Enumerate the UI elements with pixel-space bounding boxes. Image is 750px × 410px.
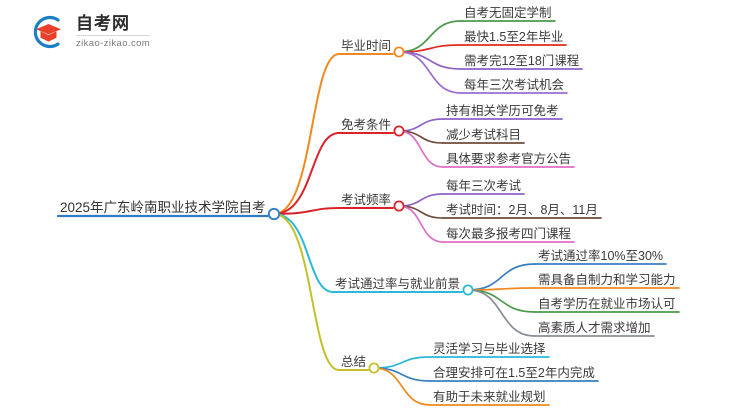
- root-node-label: 2025年广东岭南职业技术学院自考: [60, 200, 266, 215]
- branch-node-0[interactable]: 毕业时间: [339, 39, 393, 55]
- leaf-node-2-1[interactable]: 考试时间：2月、8月、11月: [443, 203, 601, 219]
- site-logo: 自考网 zikao-zikao.com: [28, 12, 151, 52]
- branch-label-3: 考试通过率与就业前景: [335, 277, 461, 291]
- leaf-node-3-1[interactable]: 需具备自制力和学习能力: [535, 273, 679, 289]
- branch-label-1: 免考条件: [341, 118, 392, 132]
- graduation-cap-icon: [28, 12, 68, 52]
- leaf-label-3-2: 自考学历在就业市场认可: [538, 297, 676, 311]
- leaf-label-4-0: 灵活学习与毕业选择: [433, 342, 546, 356]
- leaf-node-0-0[interactable]: 自考无固定学制: [461, 6, 555, 22]
- leaf-label-1-2: 具体要求参考官方公告: [446, 152, 572, 166]
- leaf-label-4-2: 有助于未来就业规划: [433, 390, 546, 404]
- leaf-node-1-0[interactable]: 持有相关学历可免考: [443, 104, 562, 120]
- leaf-node-3-3[interactable]: 高素质人才需求增加: [535, 321, 654, 337]
- leaf-label-3-1: 需具备自制力和学习能力: [538, 273, 676, 287]
- leaf-node-1-2[interactable]: 具体要求参考官方公告: [443, 152, 574, 168]
- branch-label-0: 毕业时间: [341, 39, 392, 53]
- branch-label-2: 考试频率: [341, 193, 392, 207]
- leaf-label-0-1: 最快1.5至2年毕业: [464, 30, 564, 44]
- leaf-label-4-1: 合理安排可在1.5至2年内完成: [433, 366, 595, 380]
- leaf-node-4-0[interactable]: 灵活学习与毕业选择: [430, 342, 549, 358]
- leaf-label-3-3: 高素质人才需求增加: [538, 321, 651, 335]
- leaf-label-2-0: 每年三次考试: [446, 179, 522, 193]
- leaf-node-0-2[interactable]: 需考完12至18门课程: [461, 54, 582, 70]
- leaf-node-0-3[interactable]: 每年三次考试机会: [461, 78, 567, 94]
- branch-label-4: 总结: [341, 355, 367, 369]
- leaf-label-0-2: 需考完12至18门课程: [464, 54, 580, 68]
- leaf-node-0-1[interactable]: 最快1.5至2年毕业: [461, 30, 566, 46]
- logo-title: 自考网: [76, 13, 130, 33]
- leaf-node-2-0[interactable]: 每年三次考试: [443, 179, 524, 195]
- leaf-label-2-2: 每次最多报考四门课程: [446, 227, 572, 241]
- leaf-node-3-2[interactable]: 自考学历在就业市场认可: [535, 297, 679, 313]
- branch-node-2[interactable]: 考试频率: [339, 193, 393, 209]
- leaf-label-2-1: 考试时间：2月、8月、11月: [446, 203, 598, 217]
- branch-node-3[interactable]: 考试通过率与就业前景: [333, 277, 462, 293]
- leaf-node-3-0[interactable]: 考试通过率10%至30%: [535, 249, 666, 265]
- logo-subtitle: zikao-zikao.com: [76, 34, 151, 50]
- leaf-label-0-3: 每年三次考试机会: [464, 78, 565, 92]
- branch-node-4[interactable]: 总结: [339, 355, 368, 371]
- leaf-label-3-0: 考试通过率10%至30%: [538, 249, 664, 263]
- leaf-node-1-1[interactable]: 减少考试科目: [443, 128, 524, 144]
- leaf-label-1-1: 减少考试科目: [446, 128, 522, 142]
- leaf-label-0-0: 自考无固定学制: [464, 6, 552, 20]
- leaf-node-4-1[interactable]: 合理安排可在1.5至2年内完成: [430, 366, 598, 382]
- root-node[interactable]: 2025年广东岭南职业技术学院自考: [58, 200, 268, 217]
- leaf-node-2-2[interactable]: 每次最多报考四门课程: [443, 227, 574, 243]
- leaf-node-4-2[interactable]: 有助于未来就业规划: [430, 390, 549, 406]
- leaf-label-1-0: 持有相关学历可免考: [446, 104, 559, 118]
- branch-node-1[interactable]: 免考条件: [339, 118, 393, 134]
